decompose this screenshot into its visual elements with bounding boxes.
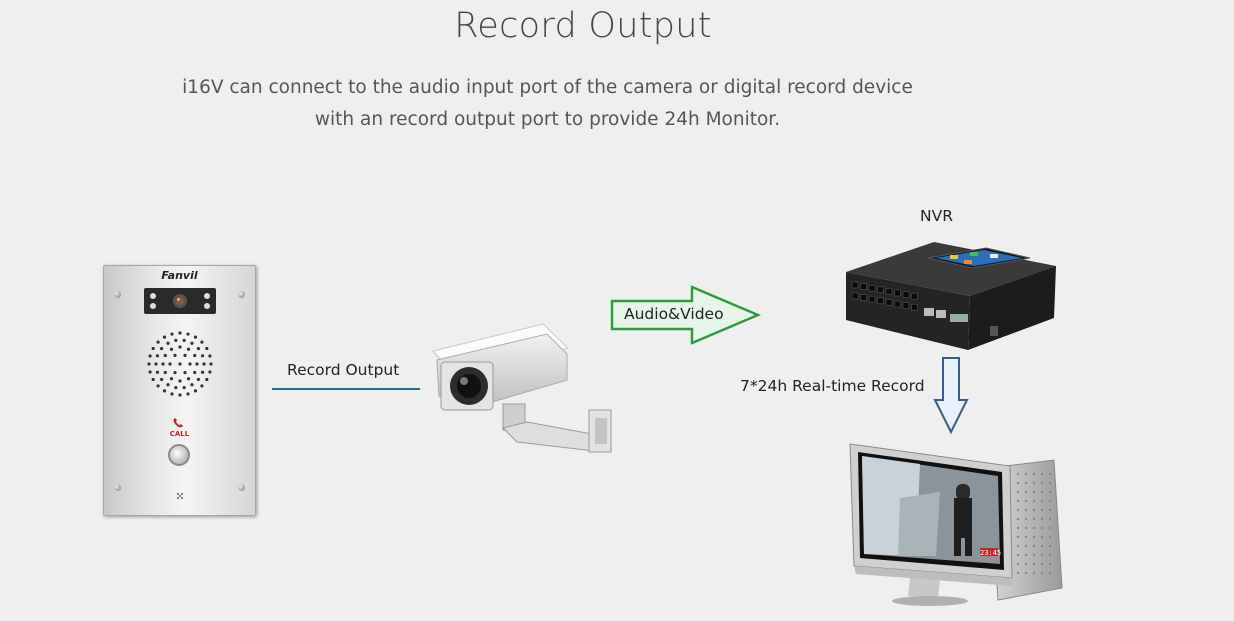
microphone-icon: [177, 493, 183, 499]
description-line-2: with an record output port to provide 24…: [314, 109, 781, 130]
realtime-record-label: 7*24h Real-time Record: [740, 377, 925, 395]
screw-icon: [238, 291, 245, 298]
monitor-computer-icon: [849, 443, 1063, 606]
audio-video-arrow-icon: [610, 285, 762, 345]
page-title: Record Output: [454, 6, 712, 46]
record-output-label: Record Output: [287, 361, 400, 379]
nvr-device-icon: [846, 242, 1056, 350]
security-camera-icon: [432, 323, 612, 453]
screw-icon: [238, 484, 245, 491]
intercom-camera-window: [144, 288, 216, 314]
intercom-door-panel: Fanvil CALL: [103, 265, 256, 516]
screw-icon: [114, 291, 121, 298]
page-description: i16V can connect to the audio input port…: [180, 72, 915, 136]
call-button-icon: [168, 444, 190, 466]
intercom-brand-logo: Fanvil: [161, 269, 198, 282]
monitor-timestamp-label: 23:45: [980, 549, 1002, 557]
screw-icon: [114, 484, 121, 491]
audio-video-label: Audio&Video: [624, 305, 724, 323]
call-label: CALL: [169, 430, 190, 438]
connector-line: [272, 388, 420, 390]
description-line-1: i16V can connect to the audio input port…: [182, 77, 913, 98]
down-arrow-icon: [933, 357, 969, 435]
nvr-label: NVR: [920, 207, 953, 225]
phone-icon: [173, 418, 183, 428]
speaker-grille-icon: [147, 331, 213, 397]
